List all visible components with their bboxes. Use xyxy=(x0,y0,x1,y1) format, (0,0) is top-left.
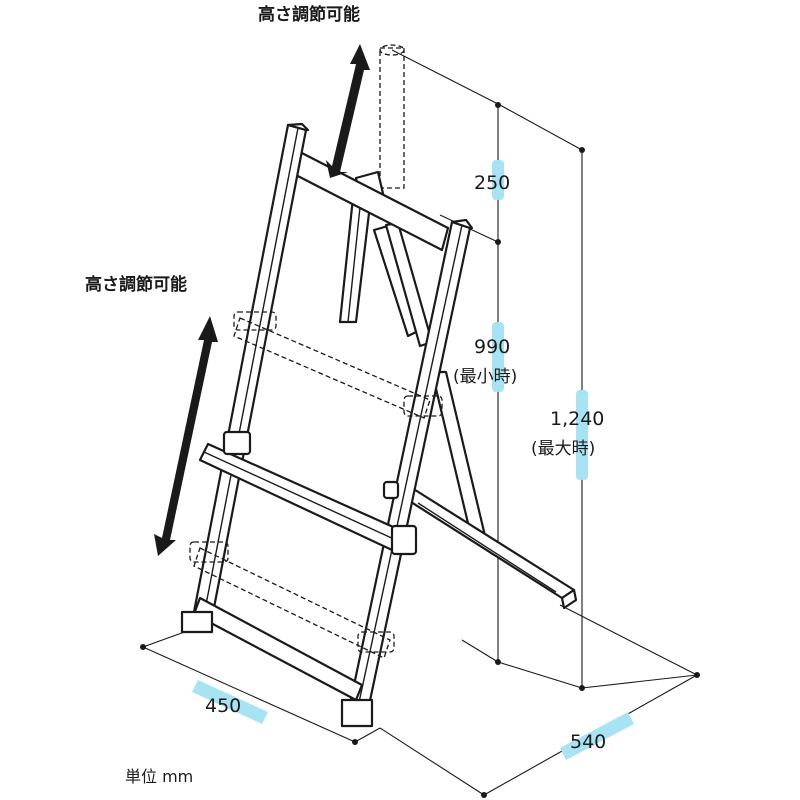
double-arrow-icon xyxy=(154,44,370,556)
label-dim-1240-note: (最大時) xyxy=(531,439,595,459)
label-dim-990: 990 xyxy=(474,336,510,358)
label-dim-540: 540 xyxy=(570,731,606,753)
easel-front-frame xyxy=(180,122,474,728)
label-dim-450: 450 xyxy=(205,695,241,717)
label-unit: 単位 mm xyxy=(125,767,193,786)
label-height-adjust-top: 高さ調節可能 xyxy=(258,4,360,25)
label-dim-250: 250 xyxy=(474,172,510,194)
easel-back-leg xyxy=(372,221,578,610)
label-height-adjust-left: 高さ調節可能 xyxy=(85,274,187,295)
label-dim-990-note: (最小時) xyxy=(453,367,517,387)
dimension-lines xyxy=(140,49,700,798)
label-dim-1240: 1,240 xyxy=(550,408,604,430)
